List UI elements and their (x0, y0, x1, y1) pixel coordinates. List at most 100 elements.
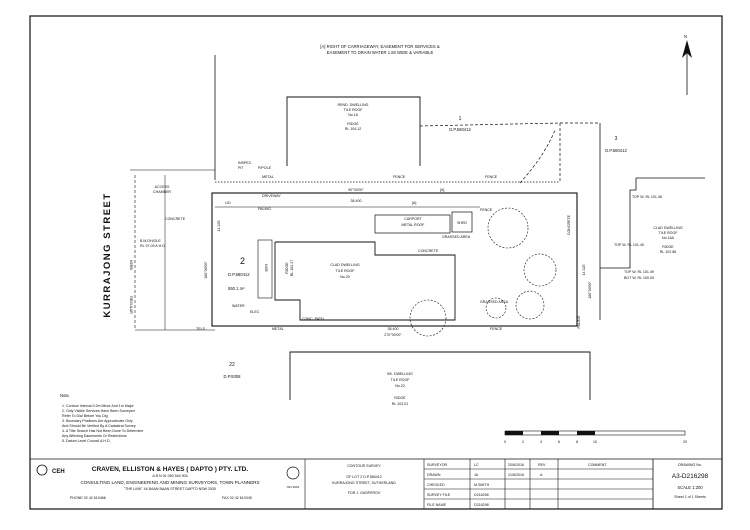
conc-path-label: CONC. PATH (302, 317, 324, 321)
north-ridge-label-1: RIDGE (347, 122, 359, 126)
carport-label-1: CARPORT (404, 217, 422, 221)
right-distance: 14.325 (582, 265, 586, 276)
bot-w-label: BOT W. RL 100.09 (624, 276, 654, 280)
company-name: CRAVEN, ELLISTON & HAYES ( DAPTO ) PTY. … (92, 466, 249, 473)
carport-outline (374, 214, 451, 234)
row-who: M.SMITH (474, 483, 490, 487)
bm-label-2: RL 97.09 A.H.D. (140, 244, 166, 248)
company-abn: A B N 91 050 544 904 (152, 474, 187, 478)
kerb-label: KERB (129, 260, 133, 270)
grassed-area-label-2: GRASSED AREA (480, 300, 509, 304)
east-ridge-label-2: RL 102.86 (660, 250, 676, 254)
subject-ridge-label-1: RIDGE (285, 262, 289, 274)
note-item: 4. A Title Search Has Not Been Done To D… (62, 429, 143, 433)
drawing-sheet: Sheet 1 of 1 Sheets (674, 495, 706, 499)
row-who: D216298 (474, 493, 489, 497)
row-date: 21/6/2016 (508, 473, 524, 477)
note-item: Refer To Dial Before You Dig (62, 414, 108, 418)
subject-lot-boundary (211, 192, 578, 327)
top-distance: 38.400 (351, 199, 362, 203)
company-logo: CEH (52, 469, 65, 475)
north-dwelling-outline (286, 96, 421, 166)
iso-badge-icon (286, 466, 300, 480)
survey-lot: OF LOT 2 D.P.580412 (346, 475, 381, 479)
container-label-1: NGE (264, 264, 268, 272)
access-chamber-label-2: CHAMBER (153, 190, 171, 194)
top-w-label-2: TOP W. RL 101.49 (614, 243, 644, 247)
left-distance: 14.325 (217, 221, 221, 232)
container-outline (257, 239, 273, 299)
elec-label: ELEC (250, 310, 260, 314)
row-label: SURVEY FILE (427, 493, 451, 497)
row-who: D216298 (474, 503, 489, 507)
comment-header: COMMENT (588, 463, 607, 467)
east-lot-dashed-boundary (419, 122, 561, 183)
south-dwelling-label-3: No.22 (395, 384, 405, 388)
subject-lot-number: 2 (240, 256, 245, 266)
south-dwelling-outline (289, 351, 591, 400)
paling-label: PALING (258, 207, 271, 211)
tree-1 (487, 207, 529, 249)
scale-tick: 10 (593, 440, 597, 444)
paling-right-label: PALING (577, 315, 581, 328)
note-item: 2. Only Visible Services Have Been Surve… (62, 409, 135, 413)
company-fax: FAX 02 42 610345 (222, 496, 252, 500)
note-item: Any Affecting Easements Or Restrictions (62, 434, 127, 438)
tree-4 (515, 290, 545, 320)
scale-tick: 20 (683, 440, 687, 444)
fence-top-label: FENCE (393, 175, 406, 179)
east-dwelling-left-edge (600, 178, 637, 269)
east-lot-dp: D.P.580412 (605, 148, 627, 153)
row-label: SURVEYOR (427, 463, 448, 467)
east-dwelling-label-2: TILE ROOF (659, 231, 679, 235)
carport-label-2: METAL ROOF (402, 223, 426, 227)
south-dwelling-label-1: BK. DWELLING (387, 372, 413, 376)
rev-value: A (540, 473, 543, 477)
north-dwelling-label-2: TILE ROOF (344, 108, 364, 112)
east-lot-number: 3 (615, 136, 618, 142)
row-who: LC (474, 463, 479, 467)
lid-label: LID (225, 201, 231, 205)
east-dwelling-label-1: CLAD DWELLING (653, 226, 683, 230)
scale-tick: 8 (576, 440, 578, 444)
trees (409, 207, 557, 337)
north-lot-dp: D.P.580412 (449, 127, 471, 132)
east-ridge-label-1: RIDGE (662, 245, 674, 249)
right-bearing: 180°00'00" (588, 281, 592, 299)
east-dwelling-label-3: No.16A (662, 236, 675, 240)
company-logo-icon (36, 464, 48, 476)
row-date: 20/6/2016 (508, 463, 524, 467)
easement-a-mid: [A] (412, 201, 416, 205)
scale-tick: 0 (504, 440, 506, 444)
sheet-border (29, 15, 723, 510)
south-ridge-label-2: RL 103.01 (392, 402, 408, 406)
grassed-area-label: GRASSED AREA (442, 235, 471, 239)
subject-ridge-label-2: RL 102.27 (290, 260, 294, 276)
tree-3 (409, 299, 447, 337)
inspec-pit-label-2: PIT (238, 166, 244, 170)
metal-top-label: METAL (262, 175, 274, 179)
north-lot-number: 1 (459, 116, 462, 122)
tree-2 (523, 253, 557, 287)
note-item: And Should Be Verified By A Cadastral Su… (62, 424, 136, 428)
pipole-label: P/POLE (258, 166, 272, 170)
tels-label: TELS (196, 327, 206, 331)
title-block: CEH CRAVEN, ELLISTON & HAYES ( DAPTO ) P… (30, 458, 722, 509)
drawing-scale: SCALE 1:200 (677, 485, 703, 490)
easement-note-2: EASEMENT TO DRAIN WATER 1.83 WIDE & VARI… (327, 50, 434, 55)
bm-label-1: B.M.DH/OLE (140, 239, 161, 243)
subject-dwelling-outline (274, 241, 456, 321)
note-item: 5. Datum Level Council A.H.D. (62, 439, 111, 443)
left-bearing: 180°00'00" (204, 261, 208, 279)
survey-title: CONTOUR SURVEY (347, 464, 381, 468)
top-bearing: 90°00'00" (348, 188, 364, 192)
rev-header: REV (538, 463, 546, 467)
survey-for: FOR J. GASPEROV (348, 491, 381, 495)
row-label: FILE NAME (427, 503, 447, 507)
north-dwelling-label-3: No.18 (348, 113, 358, 117)
subject-dwelling-label-3: No.20 (340, 275, 350, 279)
shed-outline (451, 211, 473, 233)
easement-note-1: [A] RIGHT OF CARRIAGEWAY, EASEMENT FOR S… (320, 44, 439, 49)
